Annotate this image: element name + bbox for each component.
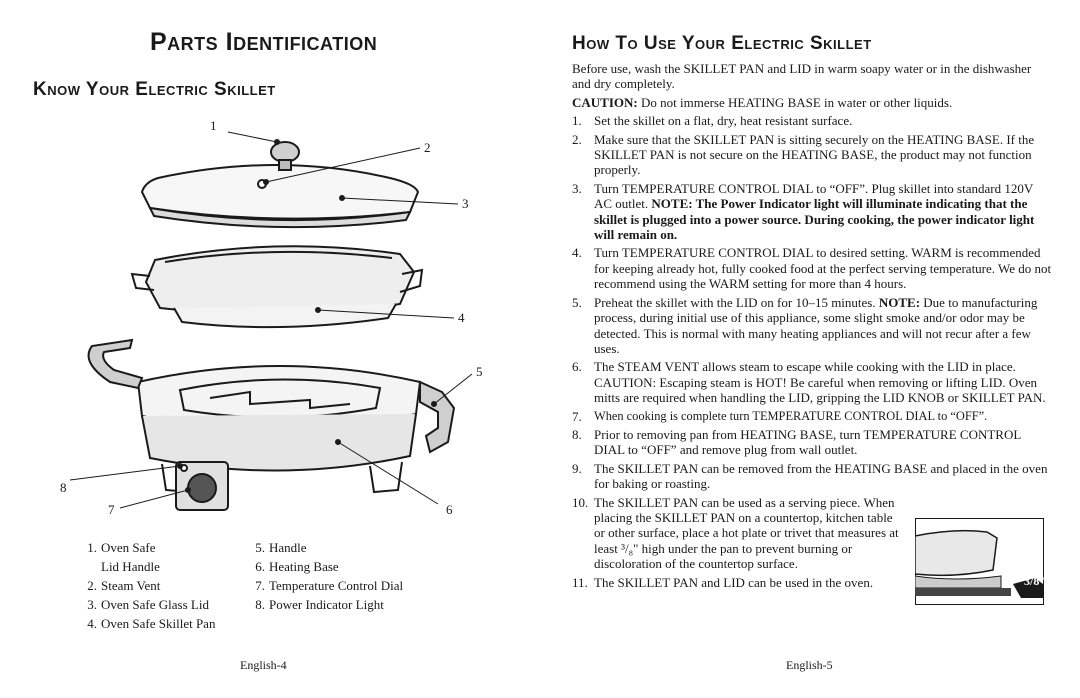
callout-5: 5 — [476, 364, 483, 379]
step-text: Preheat the skillet with the LID on for … — [594, 294, 879, 310]
trivet-inset-illustration — [915, 518, 1044, 605]
trivet-height-label: 3/8" — [1024, 574, 1046, 588]
part-item: 2. Steam Vent — [78, 576, 258, 595]
part-number: 4. — [87, 616, 97, 631]
callout-3: 3 — [462, 196, 469, 211]
part-label: Temperature Control Dial — [269, 578, 404, 593]
step-text: Turn TEMPERATURE CONTROL DIAL to desired… — [594, 245, 1052, 292]
caution-label: CAUTION: — [572, 94, 638, 110]
part-number: 7. — [255, 578, 265, 593]
page-footer-right: English-5 — [786, 658, 833, 672]
step-text: Turn TEMPERATURE CONTROL DIAL to “OFF”. … — [594, 180, 1034, 212]
part-number: 2. — [87, 578, 97, 593]
step-number: 4. — [572, 245, 582, 261]
callout-2: 2 — [424, 140, 431, 155]
step-note-label: NOTE: — [878, 294, 921, 310]
step-text-cont: Due to manufacturing process, during ini… — [594, 294, 1038, 356]
part-number: 5. — [255, 540, 265, 555]
part-number: 6. — [255, 559, 265, 574]
list-item: 5. Preheat the skillet with the LID on fo… — [572, 295, 1052, 357]
part-number: 8. — [255, 597, 265, 612]
step-text: The SKILLET PAN and LID can be used in t… — [594, 574, 874, 590]
pan-handle-left — [130, 272, 155, 291]
callout-6: 6 — [446, 502, 453, 517]
part-number: 3. — [87, 597, 97, 612]
step-text: When cooking is complete turn TEMPERATUR… — [594, 408, 988, 423]
part-number: 1. — [87, 540, 97, 555]
pan-base — [173, 303, 397, 329]
knob-stem — [278, 159, 292, 171]
list-item: 4. Turn TEMPERATURE CONTROL DIAL to desir… — [572, 245, 1052, 291]
page-title: Parts Identification — [150, 28, 378, 56]
part-label: Oven Safe Lid Handle — [101, 540, 160, 574]
glass-lid — [140, 164, 420, 220]
part-item: 4. Oven Safe Skillet Pan — [78, 614, 258, 633]
step-number: 8. — [572, 426, 582, 442]
part-item: 5. Handle — [246, 538, 466, 557]
heating-coil — [209, 390, 351, 410]
page-footer-left: English-4 — [240, 658, 287, 672]
part-item: 3. Oven Safe Glass Lid — [78, 595, 258, 614]
instructions-body: Before use, wash the SKILLET PAN and LID… — [572, 61, 1052, 593]
part-label: Oven Safe Glass Lid — [101, 597, 209, 612]
pan-inner — [164, 250, 393, 263]
parts-list-col1: 1. Oven Safe Lid Handle 2. Steam Vent 3. Ov… — [78, 538, 258, 633]
part-label: Power Indicator Light — [269, 597, 384, 612]
list-item: 6. The STEAM VENT allows steam to escape … — [572, 359, 1052, 405]
part-label: Steam Vent — [101, 578, 161, 593]
part-label: Oven Safe Skillet Pan — [101, 616, 216, 631]
step-text: The SKILLET PAN can be removed from the … — [594, 460, 1048, 492]
list-item: 10. The SKILLET PAN can be used as a serv… — [572, 495, 1052, 572]
part-item: 6. Heating Base — [246, 557, 466, 576]
step-text: Prior to removing pan from HEATING BASE,… — [594, 426, 1021, 458]
callout-4: 4 — [458, 310, 465, 325]
instructions-title: How To Use Your Electric Skillet — [572, 33, 872, 54]
base-handle-right — [419, 380, 456, 454]
step-number: 10. — [572, 494, 589, 510]
caution-note: CAUTION: Do not immerse HEATING BASE in … — [572, 95, 1052, 110]
step-number: 7. — [572, 408, 582, 424]
base-handle-left — [87, 338, 144, 390]
step-text: Make sure that the SKILLET PAN is sittin… — [594, 131, 1035, 178]
list-item: 2. Make sure that the SKILLET PAN is sitt… — [572, 132, 1052, 178]
step-text: Set the skillet on a flat, dry, heat res… — [594, 113, 853, 129]
part-item: 1. Oven Safe Lid Handle — [78, 538, 258, 576]
temperature-control-dial — [187, 473, 217, 503]
list-item: 8. Prior to removing pan from HEATING BAS… — [572, 427, 1052, 458]
base-body — [141, 413, 417, 472]
step-number: 3. — [572, 180, 582, 196]
list-item: 11. The SKILLET PAN and LID can be used i… — [572, 575, 1052, 590]
step-number: 11. — [572, 574, 588, 590]
callout-7: 7 — [108, 502, 115, 517]
section-subtitle: Know Your Electric Skillet — [33, 79, 276, 100]
intro-text: Before use, wash the SKILLET PAN and LID… — [572, 61, 1032, 92]
skillet-parts-diagram — [70, 131, 473, 511]
step-number: 2. — [572, 131, 582, 147]
list-item: 7. When cooking is complete turn TEMPERAT… — [572, 409, 1052, 424]
parts-list-col2: 5. Handle 6. Heating Base 7. Temperature Co… — [246, 538, 466, 614]
part-label: Handle — [269, 540, 307, 555]
step-number: 1. — [572, 113, 582, 129]
part-item: 7. Temperature Control Dial — [246, 576, 466, 595]
step-number: 5. — [572, 294, 582, 310]
pan-handle-right — [399, 268, 424, 293]
lid-rim — [148, 206, 412, 229]
step-text: The STEAM VENT allows steam to escape wh… — [594, 359, 1046, 406]
list-item: 1. Set the skillet on a flat, dry, heat r… — [572, 113, 1052, 128]
callout-8: 8 — [60, 480, 67, 495]
part-item: 8. Power Indicator Light — [246, 595, 466, 614]
step-text: The SKILLET PAN can be used as a serving… — [594, 494, 899, 572]
caution-text: Do not immerse HEATING BASE in water or … — [637, 94, 953, 110]
part-label: Heating Base — [269, 559, 339, 574]
step-number: 6. — [572, 359, 582, 375]
callout-1: 1 — [210, 118, 217, 133]
step-note: NOTE: The Power Indicator light will ill… — [594, 196, 1035, 243]
list-item: 9. The SKILLET PAN can be removed from th… — [572, 461, 1052, 492]
step-number: 9. — [572, 460, 582, 476]
list-item: 3. Turn TEMPERATURE CONTROL DIAL to “OFF”… — [572, 181, 1052, 243]
